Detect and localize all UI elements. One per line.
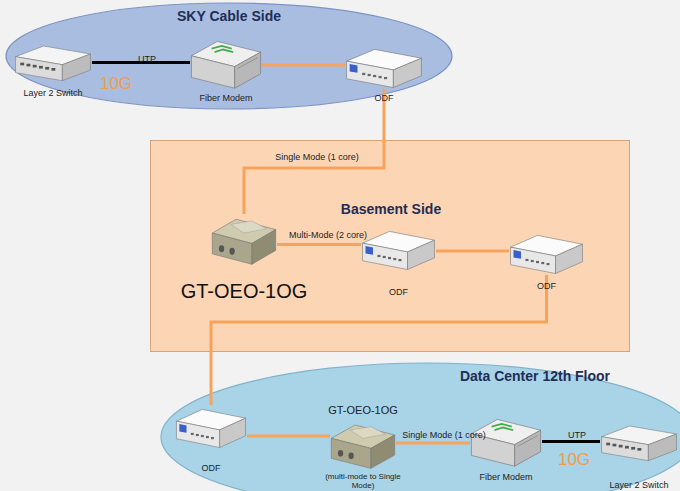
speed-label: 10G bbox=[96, 74, 136, 94]
fiber-cable bbox=[247, 435, 330, 438]
device-icon bbox=[600, 422, 678, 462]
device-odf: ODF bbox=[361, 227, 436, 271]
device-icon bbox=[345, 45, 423, 89]
fiber-cable bbox=[211, 275, 547, 405]
device-icon bbox=[361, 227, 436, 271]
device-icon bbox=[509, 231, 584, 275]
device-gt: GT-OEO-1OG(multi-mode to Single Mode) bbox=[330, 420, 396, 470]
speed-label: 10G bbox=[554, 450, 594, 470]
cable-label: UTP bbox=[562, 430, 592, 440]
zone-box: Basement SideGT-OEO-1OGODFODF bbox=[150, 140, 630, 352]
node-label: Data Center 12th Floor bbox=[455, 368, 615, 384]
device-mo: Fiber Modem bbox=[190, 36, 262, 90]
node-label: ODF bbox=[489, 281, 604, 291]
cable-label: Single Mode (1 core) bbox=[262, 152, 372, 162]
cable-label: UTP bbox=[132, 54, 162, 64]
node-label: Fiber Modem bbox=[450, 472, 562, 482]
device-sw: Layer 2 Switch bbox=[14, 42, 92, 82]
device-icon bbox=[470, 414, 542, 468]
node-label: ODF bbox=[325, 93, 443, 103]
device-icon bbox=[330, 420, 396, 470]
device-icon bbox=[175, 405, 247, 449]
fiber-cable bbox=[244, 89, 384, 214]
device-odf: ODF bbox=[509, 231, 584, 275]
node-label: Fiber Modem bbox=[170, 93, 282, 103]
device-mo: Fiber Modem bbox=[470, 414, 542, 468]
node-label: ODF bbox=[155, 463, 267, 473]
fiber-cable bbox=[396, 442, 470, 445]
device-odf: ODF bbox=[345, 45, 423, 89]
device-icon bbox=[211, 214, 277, 266]
node-label: SKY Cable Side bbox=[5, 8, 453, 24]
device-sw: Layer 2 Switch bbox=[600, 422, 678, 462]
cable-label: Single Mode (1 core) bbox=[394, 430, 494, 440]
node-label: Layer 2 Switch bbox=[0, 88, 112, 98]
fiber-cable bbox=[436, 250, 509, 253]
node-label: Layer 2 Switch bbox=[580, 480, 680, 490]
utp-cable bbox=[542, 440, 600, 443]
zone-ellipse: Data Center 12th FloorODFGT-OEO-1OG(mult… bbox=[160, 362, 680, 491]
zone-ellipse: SKY Cable SideLayer 2 SwitchFiber ModemO… bbox=[5, 2, 453, 110]
node-label: GT-OEO-1OG bbox=[166, 280, 322, 303]
node-note: (multi-mode to Single Mode) bbox=[322, 472, 404, 490]
device-odf: ODF bbox=[175, 405, 247, 449]
fiber-cable bbox=[262, 64, 345, 67]
node-label: ODF bbox=[341, 287, 456, 297]
device-gt: GT-OEO-1OG bbox=[211, 214, 277, 266]
cable-label: Multi-Mode (2 core) bbox=[278, 230, 378, 240]
node-label: GT-OEO-1OG bbox=[310, 404, 416, 417]
node-label: Basement Side bbox=[151, 201, 631, 217]
device-icon bbox=[14, 42, 92, 82]
device-icon bbox=[190, 36, 262, 90]
fiber-cable bbox=[277, 243, 361, 246]
